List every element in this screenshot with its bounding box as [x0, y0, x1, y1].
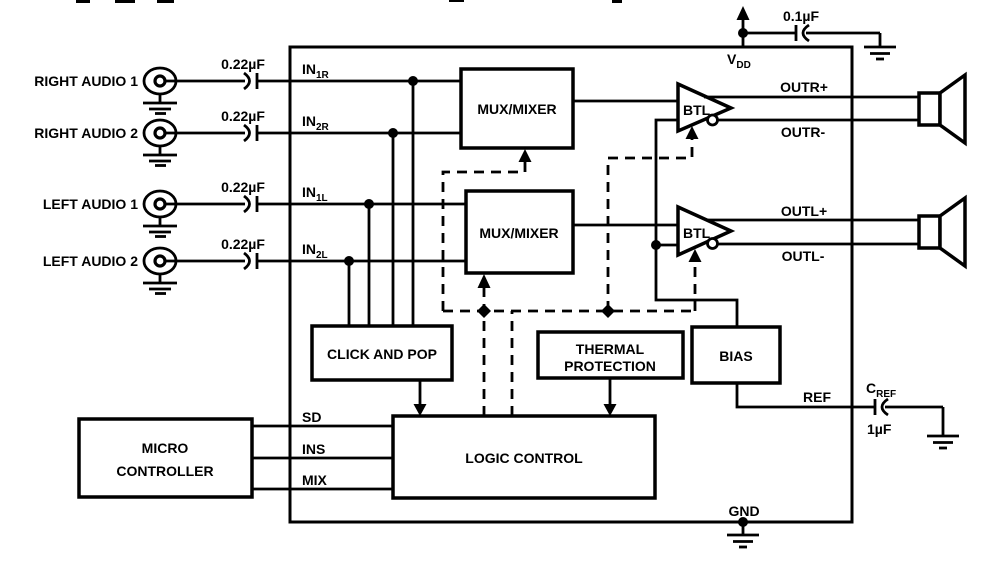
capacitor-value: 0.22µF [221, 236, 265, 252]
svg-text:THERMAL: THERMAL [576, 341, 645, 357]
source-label: LEFT AUDIO 1 [43, 196, 138, 212]
svg-text:MUX/MIXER: MUX/MIXER [477, 101, 556, 117]
ground-icon [864, 33, 896, 61]
logic-control-block: LOGIC CONTROL [391, 414, 657, 500]
ground-icon [927, 407, 959, 450]
btl-amplifier-right: BTL [676, 81, 736, 134]
input-channel-right-audio-1: RIGHT AUDIO 1 0.22µF IN1R [34, 56, 461, 326]
arrow-up-icon [688, 249, 702, 262]
arrow-up-icon [736, 6, 750, 20]
svg-text:MICRO: MICRO [142, 440, 189, 456]
bias-rail [651, 118, 739, 327]
svg-text:PROTECTION: PROTECTION [564, 358, 656, 374]
ic-boundary [288, 45, 854, 524]
svg-text:BTL: BTL [683, 225, 711, 241]
svg-text:BIAS: BIAS [719, 348, 752, 364]
capacitor-value: 1µF [867, 421, 892, 437]
capacitor-value: 0.1µF [783, 8, 820, 24]
arrow-up-icon [518, 149, 532, 162]
arrow-down-icon [413, 404, 427, 416]
arrow-up-icon [685, 126, 699, 139]
pin-label-in1r: IN1R [302, 61, 330, 81]
input-channel-left-audio-2: LEFT AUDIO 2 0.22µF IN2L [43, 236, 466, 326]
source-label: RIGHT AUDIO 2 [34, 125, 138, 141]
dashed-wire [606, 138, 694, 311]
junction-diamond [601, 304, 615, 318]
thermal-protection-block: THERMAL PROTECTION [536, 330, 685, 380]
micro-controller-block: MICRO CONTROLLER [77, 417, 254, 499]
coupling-capacitor-icon [243, 123, 259, 143]
svg-text:LOGIC CONTROL: LOGIC CONTROL [465, 450, 583, 466]
gnd-pin: GND [727, 503, 760, 549]
cropped-text-artifact [76, 0, 622, 3]
arrow-down-icon [603, 404, 617, 416]
click-pop-to-logic-arrow [413, 380, 427, 416]
ref-network: REF CREF 1µF [735, 380, 959, 450]
mux-mixer-bottom-block: MUX/MIXER [464, 189, 575, 275]
svg-text:BTL: BTL [683, 102, 711, 118]
pin-label-gnd: GND [728, 503, 759, 519]
coupling-capacitor-icon [243, 251, 259, 271]
speaker-left-icon [917, 194, 967, 270]
coupling-capacitor-icon [243, 71, 259, 91]
click-and-pop-block: CLICK AND POP [310, 324, 454, 382]
vdd-supply: 0.1µF VDD [727, 6, 896, 71]
pin-label-in1l: IN1L [302, 184, 328, 204]
decoupling-capacitor-icon [794, 23, 810, 43]
input-channel-left-audio-1: LEFT AUDIO 1 0.22µF IN1L [43, 179, 466, 326]
control-bus: SD INS MIX [252, 409, 393, 491]
pin-label-in2r: IN2R [302, 113, 330, 133]
btl-amplifier-left: BTL [676, 204, 736, 258]
pin-label-in2l: IN2L [302, 241, 328, 261]
pin-label-outl-plus: OUTL+ [781, 203, 827, 219]
ground-icon [143, 217, 177, 238]
mux-mixer-top-block: MUX/MIXER [459, 67, 575, 150]
inverter-bubble-icon [706, 237, 719, 250]
thermal-to-logic-arrow [603, 378, 617, 416]
capacitor-value: 0.22µF [221, 56, 265, 72]
junction-diamond [477, 304, 491, 318]
svg-text:CONTROLLER: CONTROLLER [116, 463, 213, 479]
junction-dot [651, 240, 661, 250]
input-channel-right-audio-2: RIGHT AUDIO 2 0.22µF IN2R [34, 108, 461, 326]
source-label: LEFT AUDIO 2 [43, 253, 138, 269]
pin-label-outl-minus: OUTL- [782, 248, 825, 264]
pin-label-ref: REF [803, 389, 831, 405]
svg-text:CLICK AND POP: CLICK AND POP [327, 346, 437, 362]
capacitor-value: 0.22µF [221, 108, 265, 124]
pin-label-outr-minus: OUTR- [781, 124, 826, 140]
inverter-bubble-icon [706, 113, 719, 127]
capacitor-value: 0.22µF [221, 179, 265, 195]
ground-icon [143, 274, 177, 295]
control-signal-lines [441, 126, 702, 416]
ground-icon [143, 94, 177, 115]
ground-icon [727, 522, 759, 549]
dashed-wire [441, 161, 527, 311]
bias-block: BIAS [690, 325, 782, 385]
arrow-up-icon [477, 274, 491, 288]
ref-capacitor-icon [873, 397, 889, 417]
source-label: RIGHT AUDIO 1 [34, 73, 138, 89]
pin-label-mix: MIX [302, 472, 328, 488]
ground-icon [143, 146, 177, 167]
pin-label-vdd: VDD [727, 51, 751, 71]
pin-label-sd: SD [302, 409, 321, 425]
pin-label-ins: INS [302, 441, 325, 457]
pin-label-outr-plus: OUTR+ [780, 79, 828, 95]
svg-text:MUX/MIXER: MUX/MIXER [479, 225, 558, 241]
coupling-capacitor-icon [243, 194, 259, 214]
speaker-right-icon [917, 71, 967, 147]
capacitor-name-cref: CREF [866, 380, 896, 400]
